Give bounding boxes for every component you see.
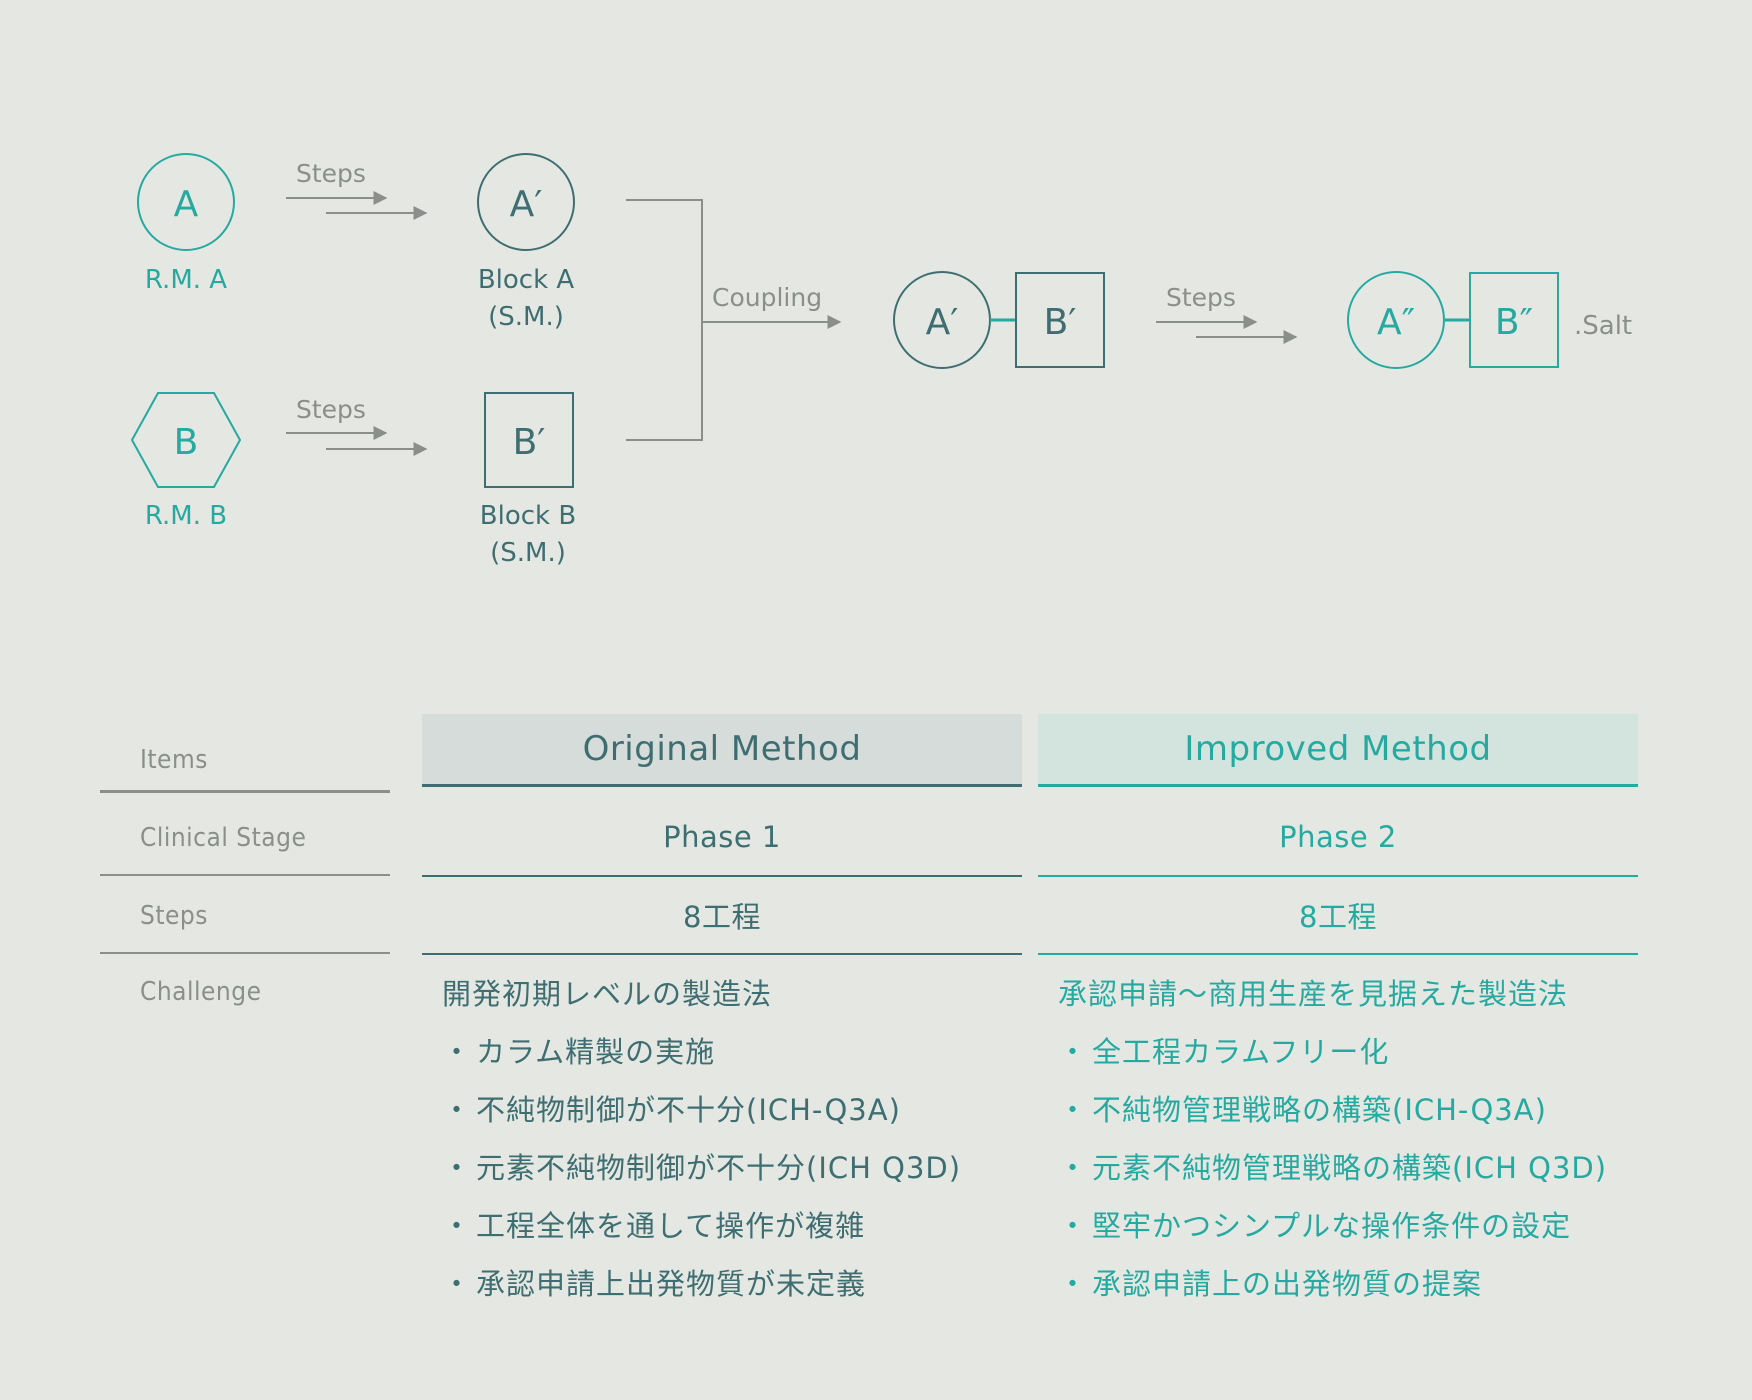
steps-label-a: Steps — [296, 159, 366, 188]
challenge-label: Challenge — [140, 977, 262, 1007]
original-challenge-list: カラム精製の実施 不純物制御が不十分(ICH-Q3A) 元素不純物制御が不十分(… — [442, 1032, 1062, 1322]
steps-label-b: Steps — [296, 395, 366, 424]
steps-divider — [100, 952, 390, 954]
original-clinical-stage: Phase 1 — [422, 799, 1022, 877]
list-item: 工程全体を通して操作が複雑 — [442, 1206, 1062, 1264]
list-item: 元素不純物管理戦略の構築(ICH Q3D) — [1058, 1148, 1678, 1206]
coupling-bracket — [626, 199, 703, 441]
original-steps: 8工程 — [422, 877, 1022, 955]
original-method-header: Original Method — [422, 714, 1022, 787]
rm-b-label: R.M. B — [145, 501, 227, 531]
list-item: 承認申請上の出発物質の提案 — [1058, 1264, 1678, 1322]
improved-clinical-stage: Phase 2 — [1038, 799, 1638, 877]
list-item: 堅牢かつシンプルな操作条件の設定 — [1058, 1206, 1678, 1264]
clinical-stage-label: Clinical Stage — [140, 823, 307, 853]
coupled-b-symbol: B′ — [1044, 302, 1077, 343]
original-challenge: 開発初期レベルの製造法 カラム精製の実施 不純物制御が不十分(ICH-Q3A) … — [442, 974, 1062, 1322]
final-b-symbol: B″ — [1495, 302, 1533, 343]
rm-a-circle — [137, 153, 235, 251]
coupled-b-square — [1015, 272, 1105, 368]
block-a-symbol: A′ — [510, 184, 543, 225]
items-divider — [100, 790, 390, 793]
synthesis-diagram: A R.M. A Steps A′ Block A (S.M.) B R.M. … — [130, 153, 1632, 568]
rm-b-hexagon — [130, 392, 242, 488]
rm-a-label: R.M. A — [145, 265, 227, 295]
list-item: 不純物管理戦略の構築(ICH-Q3A) — [1058, 1090, 1678, 1148]
block-b-symbol: B′ — [513, 422, 546, 463]
list-item: 全工程カラムフリー化 — [1058, 1032, 1678, 1090]
improved-challenge: 承認申請～商用生産を見据えた製造法 全工程カラムフリー化 不純物管理戦略の構築(… — [1058, 974, 1678, 1322]
rm-b-symbol: B — [174, 422, 199, 463]
block-a-label-1: Block A — [478, 265, 575, 295]
list-item: 承認申請上出発物質が未定義 — [442, 1264, 1062, 1322]
block-a-label-2: (S.M.) — [488, 302, 564, 332]
block-b-label-2: (S.M.) — [490, 538, 566, 568]
list-item: 不純物制御が不十分(ICH-Q3A) — [442, 1090, 1062, 1148]
list-item: 元素不純物制御が不十分(ICH Q3D) — [442, 1148, 1062, 1206]
list-item: カラム精製の実施 — [442, 1032, 1062, 1090]
steps-row-label: Steps — [140, 901, 208, 931]
block-b-square — [484, 392, 574, 488]
improved-challenge-title: 承認申請～商用生産を見据えた製造法 — [1058, 977, 1569, 1011]
block-a-circle — [477, 153, 575, 251]
coupled-a-symbol: A′ — [926, 302, 959, 343]
improved-challenge-list: 全工程カラムフリー化 不純物管理戦略の構築(ICH-Q3A) 元素不純物管理戦略… — [1058, 1032, 1678, 1322]
final-b-square — [1469, 272, 1559, 368]
coupling-label: Coupling — [712, 283, 822, 312]
clinical-stage-divider — [100, 874, 390, 876]
steps-label-final: Steps — [1166, 283, 1236, 312]
block-b-label-1: Block B — [480, 501, 576, 531]
items-label: Items — [140, 745, 208, 775]
improved-steps: 8工程 — [1038, 877, 1638, 955]
improved-method-header: Improved Method — [1038, 714, 1638, 787]
salt-label: .Salt — [1574, 311, 1632, 341]
original-challenge-title: 開発初期レベルの製造法 — [442, 977, 773, 1011]
final-a-symbol: A″ — [1377, 302, 1415, 343]
rm-a-symbol: A — [174, 184, 199, 225]
